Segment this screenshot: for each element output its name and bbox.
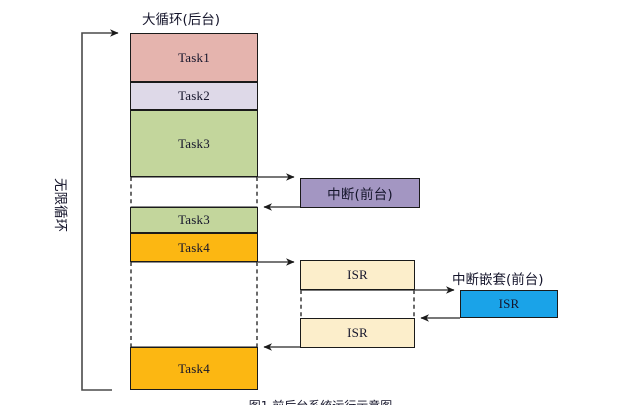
task-block-task1: Task1 [130,33,258,82]
task-block-task4-resumed: Task4 [130,347,258,390]
background-loop-title: 大循环(后台) [142,12,221,28]
isr-block-bottom: ISR [300,318,415,348]
interrupt-block: 中断(前台) [300,178,420,208]
infinite-loop-label: 无限循环 [52,178,68,232]
gap-edges [131,176,257,348]
isr-block-top: ISR [300,260,415,290]
isr-block-nested: ISR [460,290,558,318]
figure-caption: 图1 前后台系统运行示意图 [0,397,641,405]
preemption-guides [130,177,415,347]
task-block-task3-resumed: Task3 [130,207,258,233]
infinite-loop-bracket [81,29,119,391]
task-block-task2: Task2 [130,82,258,110]
task-block-task3: Task3 [130,110,258,177]
task-block-task4: Task4 [130,233,258,262]
nested-interrupt-label: 中断嵌套(前台) [452,272,544,288]
